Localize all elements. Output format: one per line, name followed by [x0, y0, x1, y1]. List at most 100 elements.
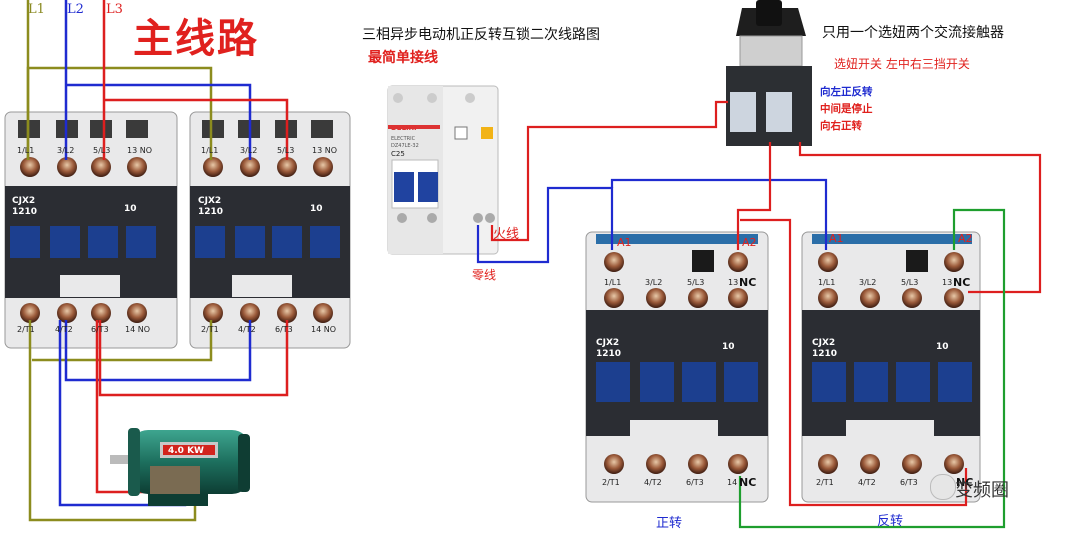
neutral-wire-label: 零线: [472, 268, 497, 282]
diagram-subtitle: 最简单接线: [368, 50, 438, 66]
contactor-model: CJX2: [198, 196, 222, 206]
terminal-label: 1/L1: [17, 146, 35, 155]
screw-terminal: [860, 288, 880, 308]
nc-label: NC: [739, 476, 757, 489]
screw-terminal: [646, 454, 666, 474]
screw-terminal: [240, 157, 260, 177]
screw-terminal: [728, 454, 748, 474]
screw-terminal: [688, 454, 708, 474]
terminal-label: 6/T3: [686, 478, 704, 487]
contactor-model-code: 1210: [812, 349, 838, 359]
screw-terminal: [944, 454, 964, 474]
screw-terminal: [818, 288, 838, 308]
forward-caption: 正转: [656, 516, 683, 531]
screw-terminal: [728, 288, 748, 308]
terminal-label: 6/T3: [91, 325, 109, 334]
screw-terminal: [902, 288, 922, 308]
control-wiring: [476, 100, 1042, 529]
terminal-label: 5/L3: [277, 146, 295, 155]
motor-power-label: 4.0 KW: [168, 446, 204, 456]
breaker-model: C25: [391, 150, 405, 158]
terminal-label: 13: [728, 278, 739, 287]
selector-left-position: 向左正反转: [820, 86, 873, 98]
terminal-label: 4/T2: [238, 325, 256, 334]
terminal-label: 5/L3: [93, 146, 111, 155]
phase-l3-label: L3: [106, 2, 123, 17]
screw-terminal: [688, 288, 708, 308]
contactor-model-code: 1210: [596, 349, 622, 359]
terminal-label: 3/L2: [57, 146, 75, 155]
contactor-model: CJX2: [596, 338, 620, 348]
terminal-label: 13 NO: [127, 146, 153, 155]
screw-terminal: [604, 454, 624, 474]
selector-middle-position: 中间是停止: [820, 103, 873, 115]
coil-a1-label: A1: [617, 236, 632, 249]
nc-label: NC: [739, 276, 757, 289]
terminal-label: 14 NO: [125, 325, 151, 334]
screw-terminal: [646, 288, 666, 308]
terminal-label: 6/T3: [900, 478, 918, 487]
terminal-label: 1/L1: [604, 278, 622, 287]
screw-terminal: [944, 252, 964, 272]
terminal-label: 2/T1: [17, 325, 35, 334]
screw-terminal: [240, 303, 260, 323]
selector-description: 选妞开关 左中右三挡开关: [834, 57, 970, 71]
terminal-label: 3/L2: [240, 146, 258, 155]
nc-label: NC: [956, 476, 974, 489]
coil-a2-label: A2: [742, 236, 757, 249]
main-wiring: [26, 0, 289, 522]
screw-terminal: [313, 303, 333, 323]
wechat-icon: [930, 474, 956, 500]
screw-terminal: [902, 454, 922, 474]
phase-l2-label: L2: [67, 2, 84, 17]
screw-terminal: [57, 157, 77, 177]
terminal-label: 4/T2: [858, 478, 876, 487]
screw-terminal: [203, 303, 223, 323]
screw-terminal: [57, 303, 77, 323]
terminal-label: 13 NO: [312, 146, 338, 155]
live-wire-label: 火线: [493, 227, 520, 242]
contactor-rating: 10: [124, 204, 137, 214]
terminal-label: 14 NO: [311, 325, 337, 334]
screw-terminal: [604, 252, 624, 272]
screw-terminal: [203, 157, 223, 177]
terminal-label: 5/L3: [901, 278, 919, 287]
breaker-brand: DELIXI: [391, 124, 417, 132]
terminal-label: 2/T1: [816, 478, 834, 487]
screw-terminal: [91, 303, 111, 323]
selector-switch: [726, 0, 812, 146]
screw-terminal: [604, 288, 624, 308]
terminal-label: 13: [942, 278, 953, 287]
diagram-title: 三相异步电动机正反转互锁二次线路图: [362, 27, 600, 43]
circuit-breaker: [387, 85, 499, 255]
control-contactor-reverse: [801, 231, 981, 503]
contactor-rating: 10: [310, 204, 323, 214]
screw-terminal: [91, 157, 111, 177]
terminal-label: 5/L3: [687, 278, 705, 287]
screw-terminal: [944, 288, 964, 308]
contactor-model-code: 1210: [198, 207, 224, 217]
screw-terminal: [20, 157, 40, 177]
reverse-caption: 反转: [877, 514, 904, 529]
screw-terminal: [313, 157, 333, 177]
coil-a1-label: A1: [829, 232, 844, 245]
screw-terminal: [20, 303, 40, 323]
terminal-label: 1/L1: [201, 146, 219, 155]
nc-label: NC: [953, 276, 971, 289]
coil-a2-label: A2: [958, 232, 973, 245]
terminal-label: 2/T1: [602, 478, 620, 487]
contactor-model: CJX2: [812, 338, 836, 348]
selector-note: 只用一个选妞两个交流接触器: [822, 25, 1004, 41]
terminal-label: 3/L2: [645, 278, 663, 287]
motor: [110, 428, 250, 506]
breaker-small-text-1: ELECTRIC: [391, 136, 416, 142]
phase-l1-label: L1: [28, 2, 45, 17]
terminal-label: 3/L2: [859, 278, 877, 287]
screw-terminal: [127, 303, 147, 323]
contactor-rating: 10: [936, 342, 949, 352]
main-circuit-title: 主线路: [133, 15, 259, 62]
breaker-small-text-2: DZ47LE-32: [391, 143, 419, 149]
selector-right-position: 向右正转: [820, 120, 862, 132]
contactor-model-code: 1210: [12, 207, 38, 217]
contactor-model: CJX2: [12, 196, 36, 206]
